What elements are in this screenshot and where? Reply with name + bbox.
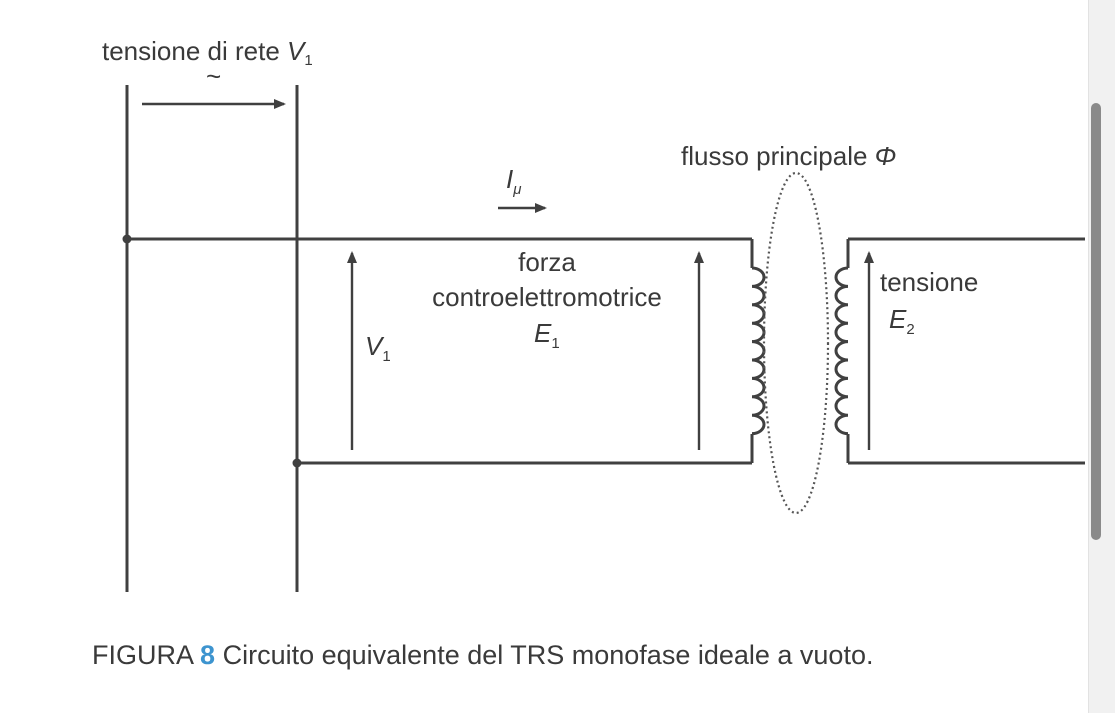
caption-figure-number: 8 [200,640,216,670]
junction-dot-bottom [292,458,302,468]
caption-text: Circuito equivalente del TRS monofase id… [222,640,874,670]
figure-caption: FIGURA 8 Circuito equivalente del TRS mo… [92,640,873,671]
flux-label: flusso principale Φ [681,141,896,171]
emf-label-line1: forza [518,247,576,277]
scrollbar-thumb[interactable] [1091,103,1101,540]
junction-dot-top [122,234,132,244]
tilde-symbol: ~ [206,61,221,91]
secondary-coil [834,266,849,436]
main-flux-ellipse [762,171,830,515]
caption-prefix: FIGURA [92,640,193,670]
emf-label-line2: controelettromotrice [432,282,662,312]
primary-coil [751,266,766,436]
e2-label: E2 [889,304,915,338]
v1-label: V1 [365,331,391,365]
mains-voltage-label: tensione di rete V1 [102,36,313,69]
e1-label: E1 [534,318,560,352]
voltage2-label: tensione [880,267,978,297]
current-label: Iμ [506,164,521,198]
